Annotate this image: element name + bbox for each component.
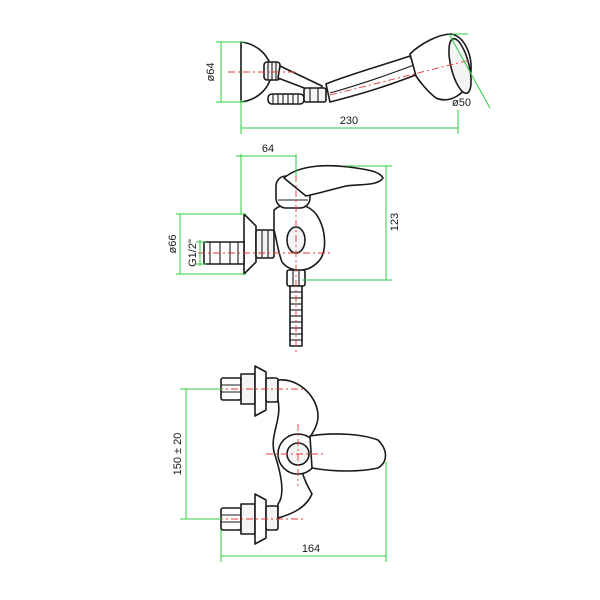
dim-thread: G1/2" <box>187 239 199 267</box>
dim-spray-diameter: ø50 <box>452 97 471 109</box>
wall-flange <box>243 213 257 275</box>
hose-connector <box>303 87 327 103</box>
center-line <box>329 59 471 96</box>
dim-width-front: 164 <box>302 543 320 555</box>
inlet-nut <box>255 229 275 259</box>
upper-flange <box>254 365 267 417</box>
lever-handle <box>283 164 384 197</box>
dim-total-length: 230 <box>340 115 358 127</box>
side-view: 64 123 ø66 G1/2" <box>167 143 401 352</box>
hand-shower-view: ø64 230 ø50 <box>205 33 491 134</box>
hose-spiral <box>267 93 305 105</box>
dim-height: 123 <box>389 213 401 231</box>
front-view: 150 ± 20 164 <box>172 365 387 562</box>
shower-handle <box>325 55 419 103</box>
dim-flange-diameter: ø66 <box>167 235 179 254</box>
dim-centers: 150 ± 20 <box>172 433 184 476</box>
dim-width: 64 <box>262 143 274 155</box>
dim-head-diameter: ø64 <box>205 63 217 82</box>
lower-flange <box>254 493 267 545</box>
lever-front <box>309 433 387 472</box>
spray-face <box>448 37 472 95</box>
